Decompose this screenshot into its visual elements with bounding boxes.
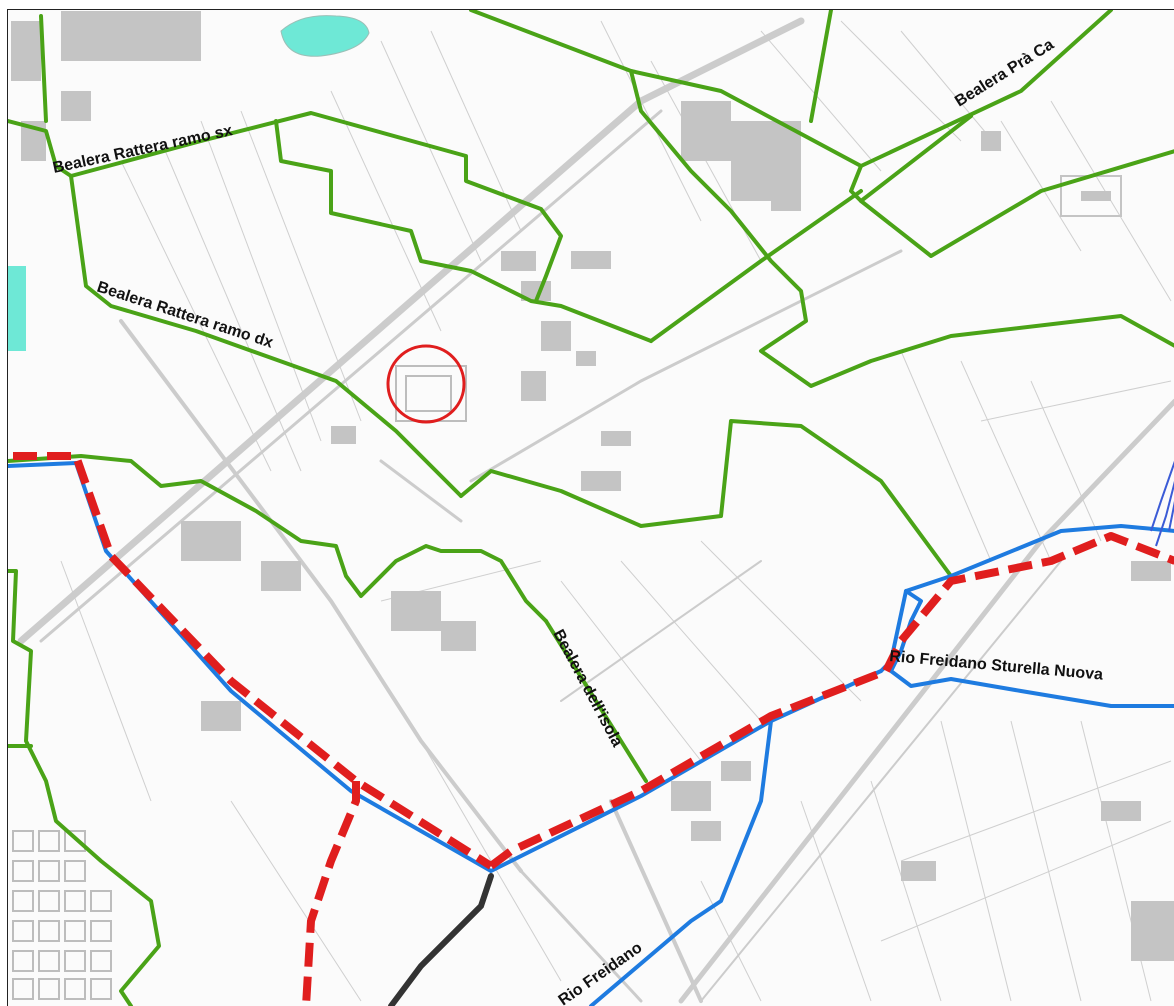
black-road: [388, 873, 494, 1006]
label-rattera-dx: Bealera Rattera ramo dx: [95, 279, 275, 352]
green-channels: [8, 10, 1174, 1006]
residential-block: [12, 830, 112, 1000]
channel-isola: [544, 619, 648, 783]
site-marker[interactable]: [386, 344, 466, 424]
channel-pra-ca: [469, 10, 1113, 168]
map-frame[interactable]: Bealera Rattera ramo sx Bealera Rattera …: [7, 9, 1174, 1006]
buildings: [11, 11, 1174, 961]
channel-rattera-dx: [69, 174, 463, 498]
label-rattera-sx: Bealera Rattera ramo sx: [51, 122, 234, 177]
label-freidano-sturella: Rio Freidano Sturella Nuova: [889, 648, 1104, 684]
cadastral-lines: [60, 20, 1172, 1002]
map-canvas[interactable]: Bealera Rattera ramo sx Bealera Rattera …: [8, 10, 1174, 1006]
roads: [17, 17, 1174, 1004]
label-isola: Bealera dell'isola: [549, 627, 625, 750]
red-boundary: [13, 452, 1174, 1006]
blue-stream-branches: [1150, 460, 1174, 547]
pond-left: [8, 266, 26, 351]
pond: [280, 15, 370, 57]
channel-rattera-sx: [8, 111, 563, 303]
